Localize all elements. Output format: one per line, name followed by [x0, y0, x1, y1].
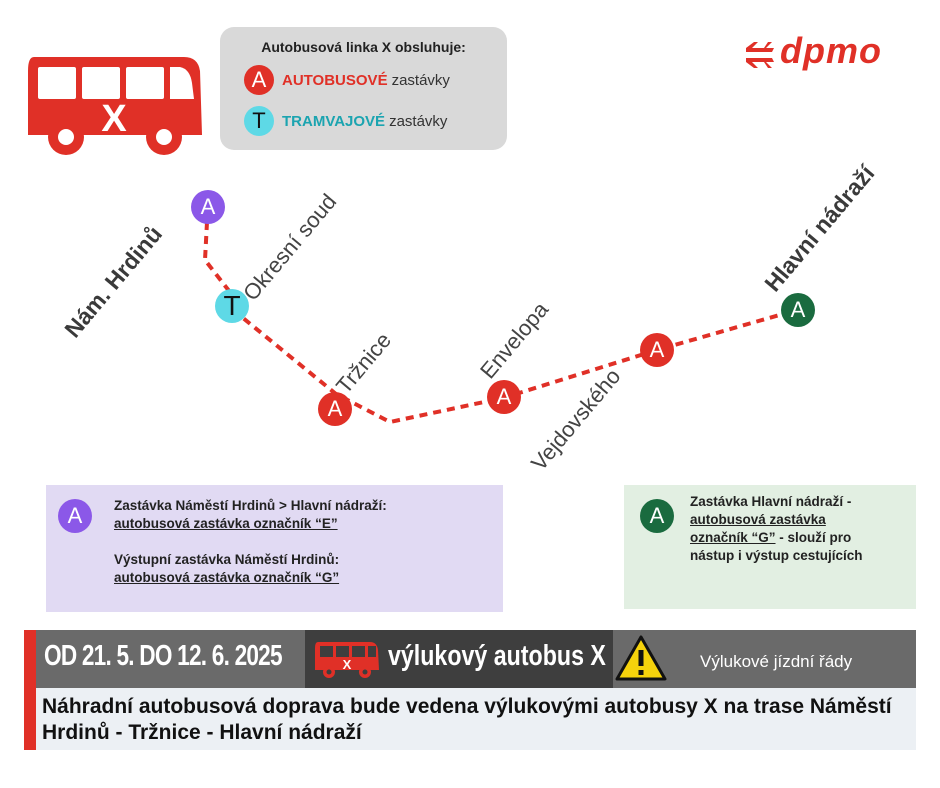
timetable-link[interactable]: Výlukové jízdní řády	[700, 652, 853, 671]
info-right-line3-rest: - slouží pro	[775, 530, 852, 545]
info-right-text: Zastávka Hlavní nádraží - autobusová zas…	[690, 493, 863, 565]
logo-text: dpmo	[780, 30, 882, 71]
stop-envelopa[interactable]: A	[487, 380, 521, 414]
banner-bus-icon: X	[315, 642, 379, 678]
stop-nam-hrdinu[interactable]: A	[191, 190, 225, 224]
legend-tram-rest: zastávky	[389, 112, 448, 130]
accent-bar	[24, 630, 36, 750]
legend-tram-keyword: TRAMVAJOVÉ	[282, 112, 386, 130]
bus-stop-icon: A	[244, 65, 274, 95]
legend-box: Autobusová linka X obsluhuje: A AUTOBUSO…	[220, 27, 507, 150]
legend-title: Autobusová linka X obsluhuje:	[261, 39, 466, 55]
info-box-hlavni-nadrazi: A Zastávka Hlavní nádraží - autobusová z…	[624, 485, 916, 609]
info-box-nam-hrdinu: A Zastávka Náměstí Hrdinů > Hlavní nádra…	[46, 485, 503, 612]
stop-trznice[interactable]: A	[318, 392, 352, 426]
info-right-stop-icon: A	[640, 499, 674, 533]
info-right-line1: Zastávka Hlavní nádraží -	[690, 494, 852, 509]
bus-icon-letter: X	[101, 98, 127, 140]
warning-icon	[615, 635, 667, 681]
info-left-line3: Výstupní zastávka Náměstí Hrdinů:	[114, 552, 340, 567]
logo-mark-icon	[746, 42, 774, 68]
banner-title: výlukový autobus X	[388, 640, 606, 672]
info-left-line2: autobusová zastávka označník “E”	[114, 516, 338, 531]
info-right-line2: autobusová zastávka	[690, 512, 826, 527]
info-left-line1: Zastávka Náměstí Hrdinů > Hlavní nádraží…	[114, 498, 387, 513]
stop-hlavni-nadrazi[interactable]: A	[781, 293, 815, 327]
info-right-line4: nástup i výstup cestujících	[690, 548, 863, 563]
info-left-stop-icon: A	[58, 499, 92, 533]
tram-stop-icon: T	[244, 106, 274, 136]
info-right-line3: označník “G”	[690, 530, 776, 545]
legend-row-tram: T TRAMVAJOVÉ zastávky	[244, 106, 447, 136]
bus-icon: X	[28, 57, 202, 155]
info-left-text: Zastávka Náměstí Hrdinů > Hlavní nádraží…	[114, 497, 387, 587]
stop-vejdovskeho[interactable]: A	[640, 333, 674, 367]
info-left-line4: autobusová zastávka označník “G”	[114, 570, 340, 585]
stop-okresni-soud[interactable]: T	[215, 289, 249, 323]
legend-bus-rest: zastávky	[391, 71, 450, 89]
banner-bus-letter: X	[343, 657, 352, 672]
notice-text: Náhradní autobusová doprava bude vedena …	[42, 695, 892, 744]
notice-box	[36, 688, 916, 750]
dpmo-logo: dpmo	[742, 30, 902, 76]
legend-bus-keyword: AUTOBUSOVÉ	[282, 71, 388, 89]
legend-row-bus: A AUTOBUSOVÉ zastávky	[244, 65, 450, 95]
banner-dates: OD 21. 5. DO 12. 6. 2025	[44, 640, 283, 672]
